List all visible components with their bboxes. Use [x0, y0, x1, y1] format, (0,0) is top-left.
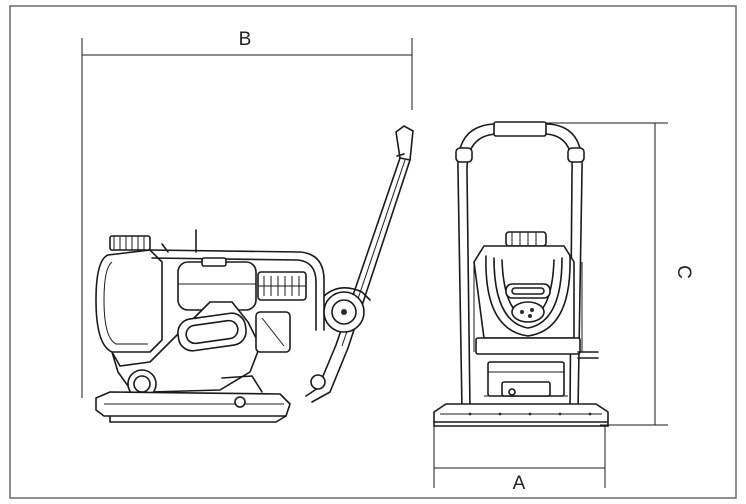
front-view-handle — [455, 121, 585, 411]
side-view — [95, 125, 414, 423]
side-view-base-plate — [95, 374, 326, 423]
side-view-engine-frame — [149, 229, 325, 331]
front-view — [433, 121, 609, 427]
dimension-c: C — [540, 122, 694, 426]
dimension-a: A — [433, 425, 606, 494]
drawing-frame — [9, 5, 737, 499]
side-view-fuel-tank — [95, 235, 163, 353]
dimension-c-label: C — [673, 265, 694, 279]
dimension-b-label: B — [239, 29, 252, 50]
side-view-engine — [177, 257, 307, 311]
side-view-handle — [305, 125, 414, 403]
front-view-base-plate — [433, 403, 609, 427]
side-view-wheel — [323, 287, 371, 333]
dimension-b: B — [81, 29, 413, 398]
front-view-engine — [473, 255, 583, 352]
side-view-belt-guard — [111, 301, 291, 399]
front-view-lower-frame — [475, 337, 599, 397]
dimension-a-label: A — [513, 473, 526, 494]
